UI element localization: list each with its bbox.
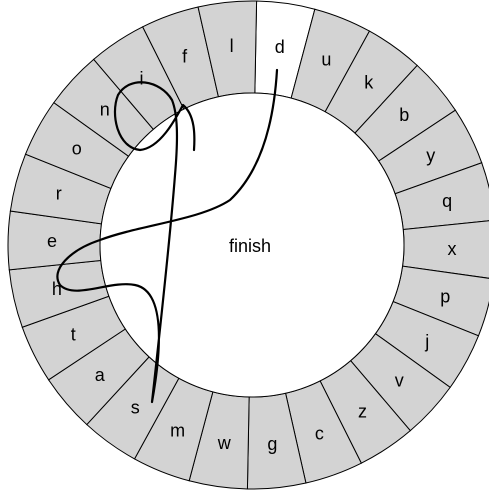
- key-label-x: x: [448, 239, 457, 259]
- key-label-w: w: [217, 433, 232, 453]
- key-label-s: s: [131, 397, 140, 417]
- key-label-n: n: [100, 100, 110, 120]
- key-label-o: o: [72, 139, 82, 159]
- key-label-m: m: [170, 421, 185, 441]
- key-label-p: p: [440, 287, 450, 307]
- key-label-j: j: [424, 331, 429, 351]
- key-label-q: q: [442, 191, 452, 211]
- key-label-u: u: [321, 49, 331, 69]
- key-label-h: h: [52, 279, 62, 299]
- key-label-a: a: [95, 365, 106, 385]
- key-label-y: y: [426, 145, 435, 165]
- key-label-c: c: [315, 423, 324, 443]
- key-label-i: i: [140, 68, 144, 88]
- key-label-z: z: [358, 402, 367, 422]
- key-label-d: d: [275, 37, 285, 57]
- key-label-v: v: [395, 370, 404, 390]
- key-label-t: t: [71, 325, 76, 345]
- key-label-k: k: [364, 73, 374, 93]
- key-label-b: b: [399, 105, 409, 125]
- key-label-r: r: [56, 184, 62, 204]
- center-finish-label: finish: [229, 236, 271, 256]
- key-label-g: g: [267, 434, 277, 454]
- key-label-e: e: [47, 231, 57, 251]
- key-label-l: l: [230, 36, 234, 56]
